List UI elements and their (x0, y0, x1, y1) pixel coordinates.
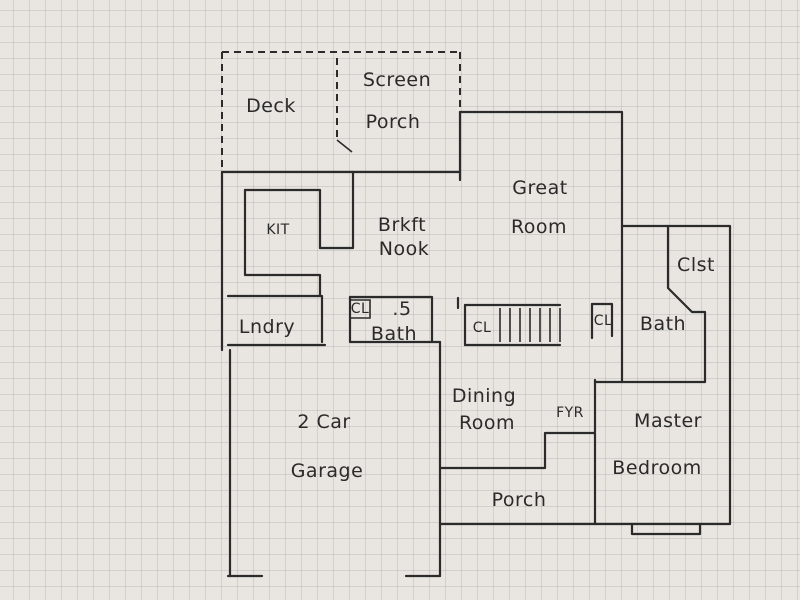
interior-walls (226, 170, 707, 434)
label-dining-room: Room (458, 412, 516, 434)
label-bedroom: Bedroom (612, 457, 702, 479)
label-foyer: FYR (556, 405, 584, 421)
label-stair-closet: CL (472, 320, 492, 336)
label-screen: Screen (362, 69, 432, 91)
label-garage: Garage (290, 460, 364, 482)
label-great-room: Room (510, 216, 568, 238)
screen-porch-door (336, 139, 353, 153)
label-master: Master (634, 410, 702, 432)
exterior-walls (220, 110, 732, 578)
label-nook: Nook (378, 238, 430, 260)
label-screen-porch: Porch (365, 111, 421, 133)
label-half-bath-closet: CL (350, 301, 370, 317)
label-front-porch: Porch (491, 489, 547, 511)
label-dining: Dining (451, 385, 517, 407)
deck-outline (221, 51, 461, 172)
label-master-bath: Bath (639, 313, 687, 335)
label-deck: Deck (246, 95, 296, 117)
label-master-closet: CL (593, 313, 613, 329)
label-brkft: Brkft (377, 214, 427, 236)
label-half-bath: Bath (370, 323, 418, 345)
label-great: Great (512, 177, 568, 199)
label-laundry: Lndry (238, 316, 296, 338)
label-closet: Clst (677, 254, 715, 276)
label-half: .5 (392, 298, 412, 320)
label-two-car: 2 Car (297, 411, 351, 433)
label-kitchen: KIT (266, 222, 290, 238)
